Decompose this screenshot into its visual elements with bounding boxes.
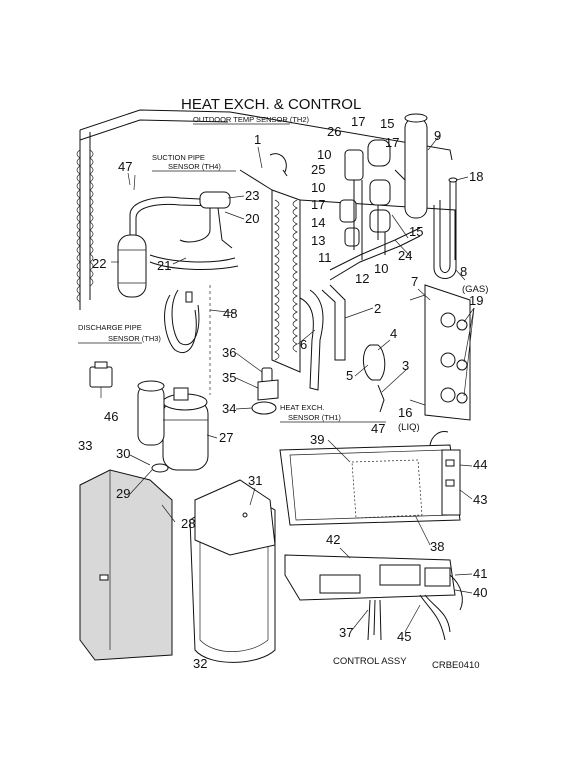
callout-33: 33	[78, 438, 92, 453]
four-way-valve	[149, 191, 239, 270]
callout-40: 40	[473, 585, 487, 600]
sensor-coil-4	[363, 344, 386, 381]
callout-8: 8	[460, 264, 467, 279]
connector-46	[89, 361, 113, 398]
control-board	[279, 431, 461, 526]
callout-30: 30	[116, 446, 130, 461]
callout-5: 5	[346, 368, 353, 383]
callout-10b: 10	[311, 180, 325, 195]
callout-13: 13	[311, 233, 325, 248]
callout-23: 23	[245, 188, 259, 203]
callout-1: 1	[254, 132, 261, 147]
heat-exch-sensor-label-1: HEAT EXCH.	[280, 403, 324, 412]
callout-10c: 10	[374, 261, 388, 276]
callout-20: 20	[245, 211, 259, 226]
partition-31	[194, 479, 276, 556]
callout-27: 27	[219, 430, 233, 445]
callout-42: 42	[326, 532, 340, 547]
callout-10a: 10	[317, 147, 331, 162]
callout-29: 29	[116, 486, 130, 501]
discharge-pipe-inner	[171, 289, 200, 346]
side-panel-33	[79, 469, 173, 661]
service-valves	[409, 284, 471, 421]
control-assy	[284, 554, 463, 641]
callout-25: 25	[311, 162, 325, 177]
callout-31: 31	[248, 473, 262, 488]
discharge-sensor	[185, 291, 193, 303]
leader-lines	[111, 134, 475, 633]
callout-17a: 17	[351, 114, 365, 129]
pipe-2	[321, 284, 346, 361]
callout-7: 7	[411, 274, 418, 289]
sensor-lead-47b	[377, 384, 385, 413]
callout-36: 36	[222, 345, 236, 360]
callout-17c: 17	[311, 197, 325, 212]
callout-21: 21	[157, 258, 171, 273]
callout-9: 9	[434, 128, 441, 143]
callout-35: 35	[222, 370, 236, 385]
outdoor-temp-sensor-label: OUTDOOR TEMP SENSOR (TH2)	[193, 115, 309, 124]
callout-19: 19	[469, 293, 483, 308]
callout-37: 37	[339, 625, 353, 640]
callout-45: 45	[397, 629, 411, 644]
callout-38: 38	[430, 539, 444, 554]
callout-26: 26	[327, 124, 341, 139]
outdoor-sensor-wire	[269, 153, 287, 173]
suction-pipe-sensor-label-2: SENSOR (TH4)	[168, 162, 221, 171]
callout-16: 16	[398, 405, 412, 420]
callout-39: 39	[310, 432, 324, 447]
callout-28: 28	[181, 516, 195, 531]
discharge-pipe-sensor-label-1: DISCHARGE PIPE	[78, 323, 142, 332]
discharge-pipe-sensor-label-2: SENSOR (TH3)	[108, 334, 161, 343]
callout-22: 22	[92, 256, 106, 271]
part-35	[257, 379, 279, 401]
suction-pipe-sensor-label-1: SUCTION PIPE	[152, 153, 205, 162]
callout-14: 14	[311, 215, 325, 230]
control-assy-label: CONTROL ASSY	[333, 656, 407, 667]
callout-17b: 17	[385, 135, 399, 150]
pipe-18	[433, 177, 458, 279]
callout-48: 48	[223, 306, 237, 321]
callout-41: 41	[473, 566, 487, 581]
gas-port-label: (GAS)	[462, 284, 488, 295]
callout-44: 44	[473, 457, 487, 472]
callout-15b: 15	[409, 224, 423, 239]
callout-15a: 15	[380, 116, 394, 131]
callout-34: 34	[222, 401, 236, 416]
outdoor-sensor-tip	[282, 169, 288, 177]
callout-47b: 47	[371, 421, 385, 436]
callout-4: 4	[390, 326, 397, 341]
callout-3: 3	[402, 358, 409, 373]
accumulator	[117, 196, 221, 298]
callout-12: 12	[355, 271, 369, 286]
callout-32: 32	[193, 656, 207, 671]
part-36	[261, 367, 273, 383]
callout-6: 6	[300, 337, 307, 352]
valve-stack	[329, 113, 428, 281]
callout-18: 18	[469, 169, 483, 184]
callout-2: 2	[374, 301, 381, 316]
callout-43: 43	[473, 492, 487, 507]
callout-47a: 47	[118, 159, 132, 174]
callout-24: 24	[398, 248, 412, 263]
diagram-title: HEAT EXCH. & CONTROL	[181, 96, 361, 113]
pipe-6	[299, 289, 324, 391]
callout-11: 11	[318, 250, 332, 265]
drawing-code: CRBE0410	[432, 660, 480, 671]
heat-exch-sensor-label-2: SENSOR (TH1)	[288, 413, 341, 422]
liq-port-label: (LIQ)	[398, 422, 420, 433]
part-34	[251, 401, 277, 415]
discharge-pipe	[164, 294, 197, 353]
callout-46: 46	[104, 409, 118, 424]
